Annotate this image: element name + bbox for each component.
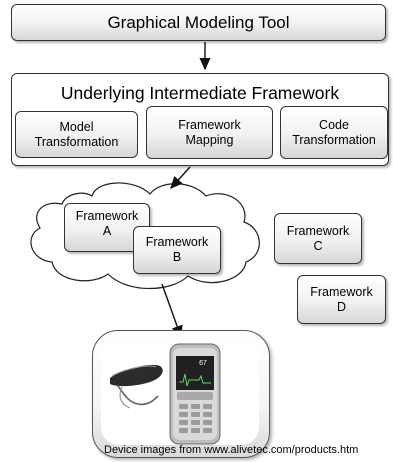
code-transformation-line1: Code xyxy=(319,117,349,132)
framework-a-line2: A xyxy=(102,224,112,238)
framework-c-line1: Framework xyxy=(286,223,350,238)
device-image-credit: Device images from www.alivetec.com/prod… xyxy=(104,444,359,456)
framework-a-line1: Framework xyxy=(75,209,139,223)
graphical-modeling-tool-label: Graphical Modeling Tool xyxy=(107,12,290,32)
framework-d-box: Framework D xyxy=(297,275,386,324)
graphical-modeling-tool-box: Graphical Modeling Tool xyxy=(11,4,386,41)
model-transformation-box: Model Transformation xyxy=(15,111,138,158)
framework-c-line2: C xyxy=(313,238,323,253)
arrow-cloud-to-device xyxy=(161,283,183,339)
framework-b-line2: B xyxy=(172,250,182,264)
model-transformation-line2: Transformation xyxy=(34,134,119,149)
framework-mapping-line1: Framework xyxy=(178,117,241,132)
framework-c-box: Framework C xyxy=(274,213,362,264)
framework-d-line2: D xyxy=(336,299,346,314)
phone-reading: 67 xyxy=(199,360,207,367)
framework-b-box: Framework B xyxy=(133,226,221,274)
framework-mapping-box: Framework Mapping xyxy=(146,106,273,159)
code-transformation-box: Code Transformation xyxy=(280,106,388,159)
framework-d-line1: Framework xyxy=(310,284,373,299)
mobile-phone-icon: 67 xyxy=(169,343,221,445)
model-transformation-line1: Model xyxy=(59,119,94,134)
framework-b-line1: Framework xyxy=(145,235,209,249)
code-transformation-line2: Transformation xyxy=(292,132,376,147)
framework-mapping-line2: Mapping xyxy=(185,132,234,147)
arrow-framework-to-cloud xyxy=(170,166,191,190)
underlying-framework-title: Underlying Intermediate Framework xyxy=(60,83,340,103)
sensor-device-icon xyxy=(110,364,163,409)
